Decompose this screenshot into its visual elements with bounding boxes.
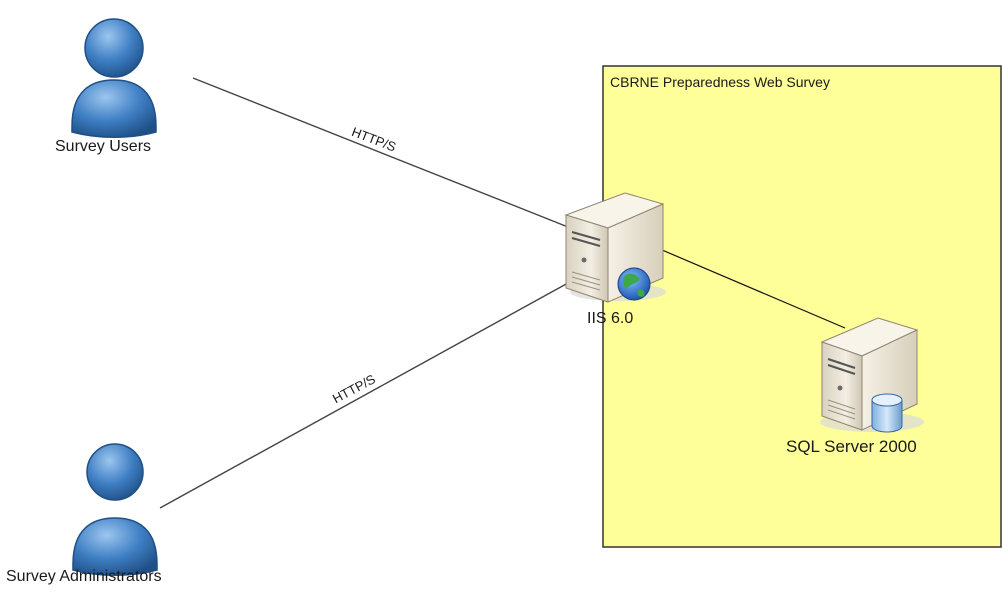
connector-admins-iis	[159, 282, 569, 509]
survey-users-person-icon	[71, 18, 157, 138]
database-cylinder-icon	[871, 393, 903, 433]
survey-administrators-label: Survey Administrators	[6, 568, 162, 585]
iis-server-label: IIS 6.0	[587, 310, 634, 327]
boundary-title: CBRNE Preparedness Web Survey	[610, 74, 830, 90]
globe-icon	[617, 267, 651, 301]
web-server-icon	[564, 192, 666, 303]
sql-server-label: SQL Server 2000	[786, 437, 917, 456]
database-server-icon	[820, 317, 924, 433]
survey-users-label: Survey Users	[55, 138, 152, 155]
survey-administrators-person-icon	[72, 443, 158, 576]
boundary-box	[602, 65, 1002, 548]
connector-iis-sql	[647, 243, 846, 329]
connector-users-iis	[192, 77, 569, 228]
